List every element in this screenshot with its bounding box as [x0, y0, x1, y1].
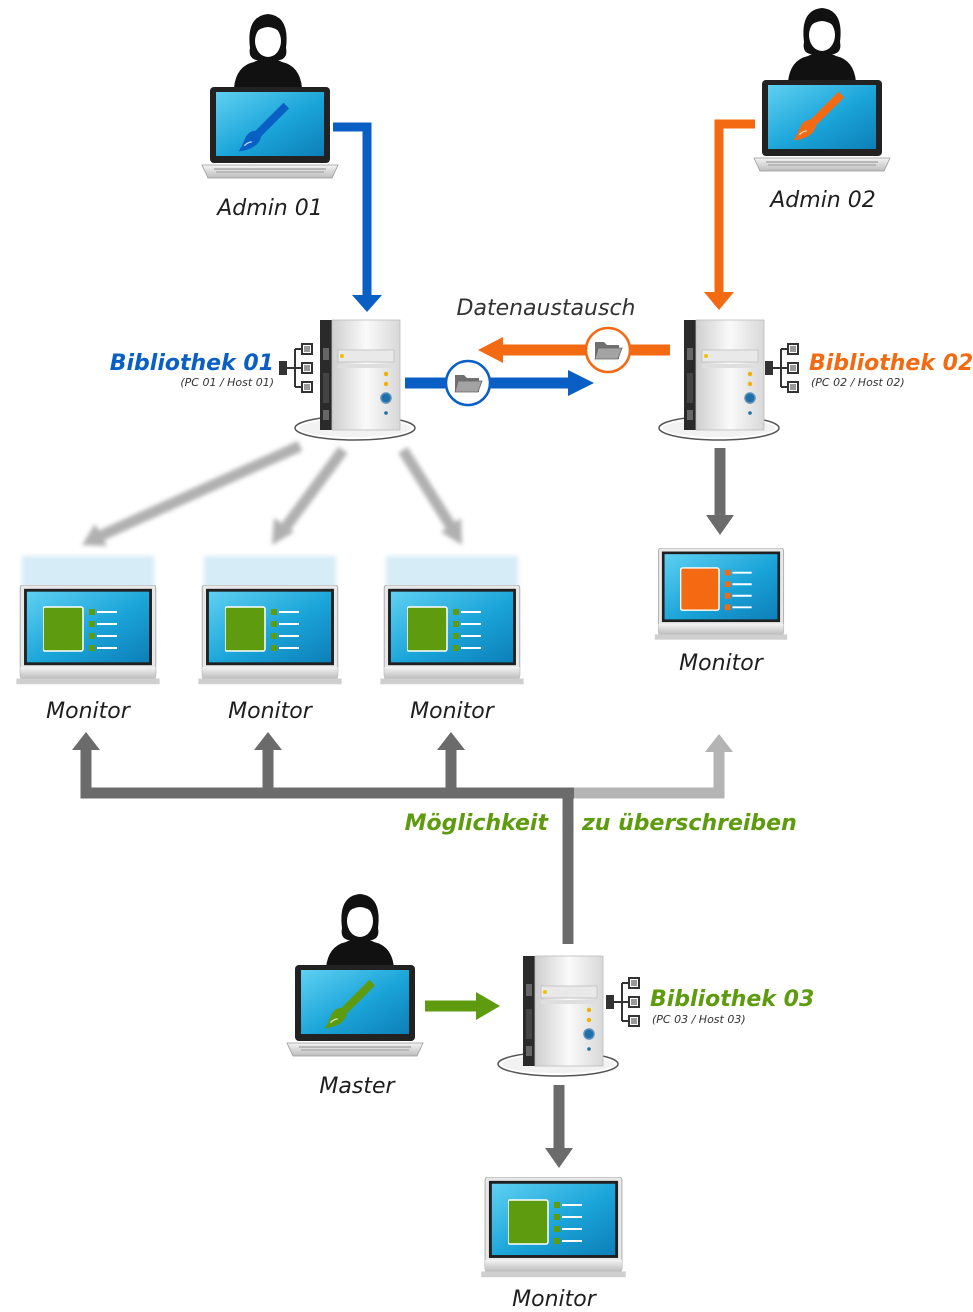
- laptop-icon: [286, 964, 424, 1057]
- monitor-icon: [654, 548, 788, 641]
- master-user-icon: [326, 894, 394, 968]
- server-tower-icon: [658, 319, 780, 441]
- network-icon: [279, 343, 314, 393]
- override-label-part1: Möglichkeit: [405, 811, 550, 836]
- monitor-4: Monitor: [654, 548, 788, 676]
- monitor-icon: [480, 1177, 627, 1278]
- lib2-to-monitor-arrowhead: [706, 515, 734, 535]
- monitor-label: Monitor: [410, 699, 496, 724]
- library2-subtitle: (PC 02 / Host 02): [811, 376, 905, 389]
- admin2-label: Admin 02: [768, 188, 876, 213]
- monitor-label: Monitor: [228, 699, 314, 724]
- admin-user-icon: [788, 8, 856, 82]
- monitor-label: Monitor: [512, 1287, 598, 1312]
- monitor-label: Monitor: [46, 699, 132, 724]
- override-label-part2: zu überschreiben: [581, 811, 797, 836]
- master-to-lib3-arrowhead: [476, 992, 500, 1020]
- folder-badge-blue: [444, 359, 492, 407]
- admin2-to-lib2-arrow: [714, 119, 755, 295]
- admin1-to-lib1-arrow: [333, 122, 372, 298]
- monitor-1: Monitor: [15, 556, 161, 724]
- monitor-3: Monitor: [379, 556, 525, 724]
- monitor-label: Monitor: [679, 651, 765, 676]
- monitor-icon: [197, 585, 343, 685]
- exchange-label: Datenaustausch: [457, 296, 636, 321]
- admin2-workstation: Admin 02: [753, 8, 891, 213]
- library2-server: Bibliothek 02 (PC 02 / Host 02): [658, 319, 973, 441]
- master-label: Master: [319, 1074, 396, 1099]
- exchange-blue-arrowhead: [568, 370, 594, 396]
- admin1-to-lib1-arrowhead: [352, 295, 382, 312]
- bus-branch-right-lightgray: [574, 752, 725, 799]
- monitor-icon: [379, 585, 525, 685]
- library1-title: Bibliothek 01: [110, 351, 274, 376]
- network-icon: [765, 343, 800, 393]
- admin2-to-lib2-arrowhead: [704, 292, 734, 310]
- library2-title: Bibliothek 02: [809, 351, 973, 376]
- library3-subtitle: (PC 03 / Host 03): [652, 1013, 746, 1026]
- admin-user-icon: [234, 14, 302, 88]
- admin1-workstation: Admin 01: [201, 14, 339, 221]
- library1-subtitle: (PC 01 / Host 01): [180, 376, 274, 389]
- laptop-icon: [201, 86, 339, 179]
- library3-title: Bibliothek 03: [650, 987, 814, 1012]
- monitor-5: Monitor: [480, 1177, 627, 1312]
- monitor-icon: [15, 585, 161, 685]
- library1-server: Bibliothek 01 (PC 01 / Host 01): [110, 319, 416, 441]
- library3-server: Bibliothek 03 (PC 03 / Host 03): [497, 955, 814, 1077]
- override-bus: [80, 750, 725, 944]
- server-tower-icon: [294, 319, 416, 441]
- connectors: [72, 119, 755, 1168]
- folder-badge-orange: [584, 326, 632, 374]
- laptop-icon: [753, 79, 891, 172]
- master-workstation: Master: [286, 894, 424, 1099]
- network-icon: [606, 977, 641, 1027]
- exchange-orange-arrowhead: [478, 337, 503, 363]
- lib1-to-monitors-arrows: [82, 440, 462, 546]
- server-tower-icon: [497, 955, 619, 1077]
- admin1-label: Admin 01: [215, 196, 323, 221]
- monitor-2: Monitor: [197, 556, 343, 724]
